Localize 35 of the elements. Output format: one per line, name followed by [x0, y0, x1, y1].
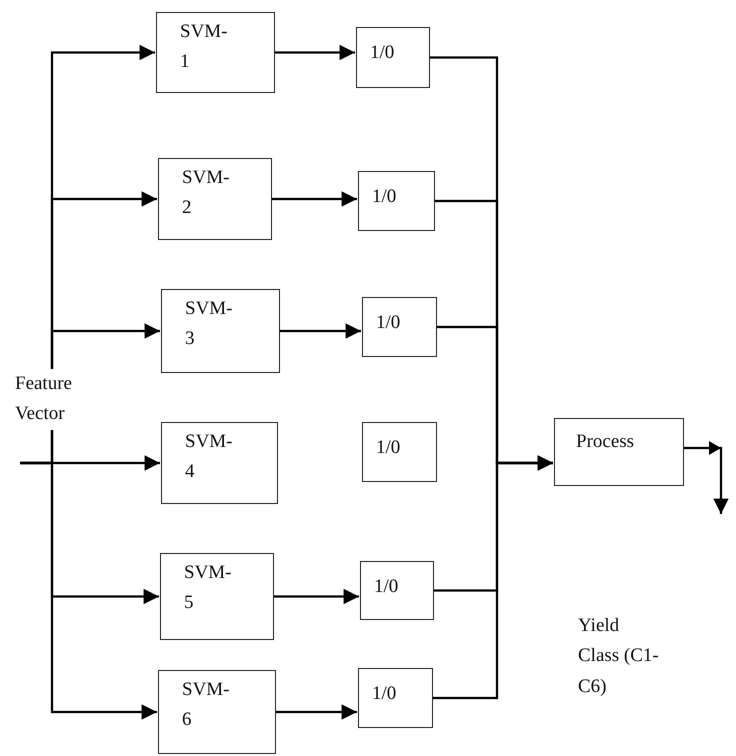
box-label: 1/0 [372, 185, 398, 209]
box-label: SVM-5 [184, 561, 233, 616]
box-label: SVM-6 [182, 678, 231, 732]
output-label: Yield Class (C1-C6) [578, 614, 660, 699]
box-label: SVM-3 [185, 297, 234, 352]
box-label: SVM-1 [180, 20, 229, 74]
box-label: 1/0 [376, 311, 402, 335]
classifier-box [161, 289, 280, 373]
classifier-box [158, 670, 276, 754]
box-label: 1/0 [374, 575, 400, 599]
arrow [433, 455, 553, 700]
output-box [356, 27, 430, 88]
process-box [554, 418, 684, 486]
arrow [275, 44, 355, 60]
output-box [362, 297, 437, 357]
output-box [358, 668, 433, 728]
output-box [358, 171, 435, 231]
arrow [272, 191, 357, 207]
arrow [280, 323, 361, 339]
output-box [360, 561, 434, 620]
classifier-box [156, 12, 275, 93]
box-label: SVM-2 [182, 166, 231, 220]
arrow [274, 588, 359, 604]
output-box [362, 422, 437, 482]
box-label: Process [576, 430, 636, 454]
box-label: SVM-4 [185, 430, 234, 484]
arrow [276, 704, 357, 720]
classifier-box [158, 158, 272, 240]
box-label: 1/0 [376, 436, 402, 460]
classifier-box [161, 422, 278, 504]
arrow [684, 441, 729, 514]
box-label: 1/0 [370, 41, 396, 65]
arrow [20, 462, 157, 720]
classifier-box [160, 553, 274, 640]
box-label: 1/0 [372, 682, 398, 706]
